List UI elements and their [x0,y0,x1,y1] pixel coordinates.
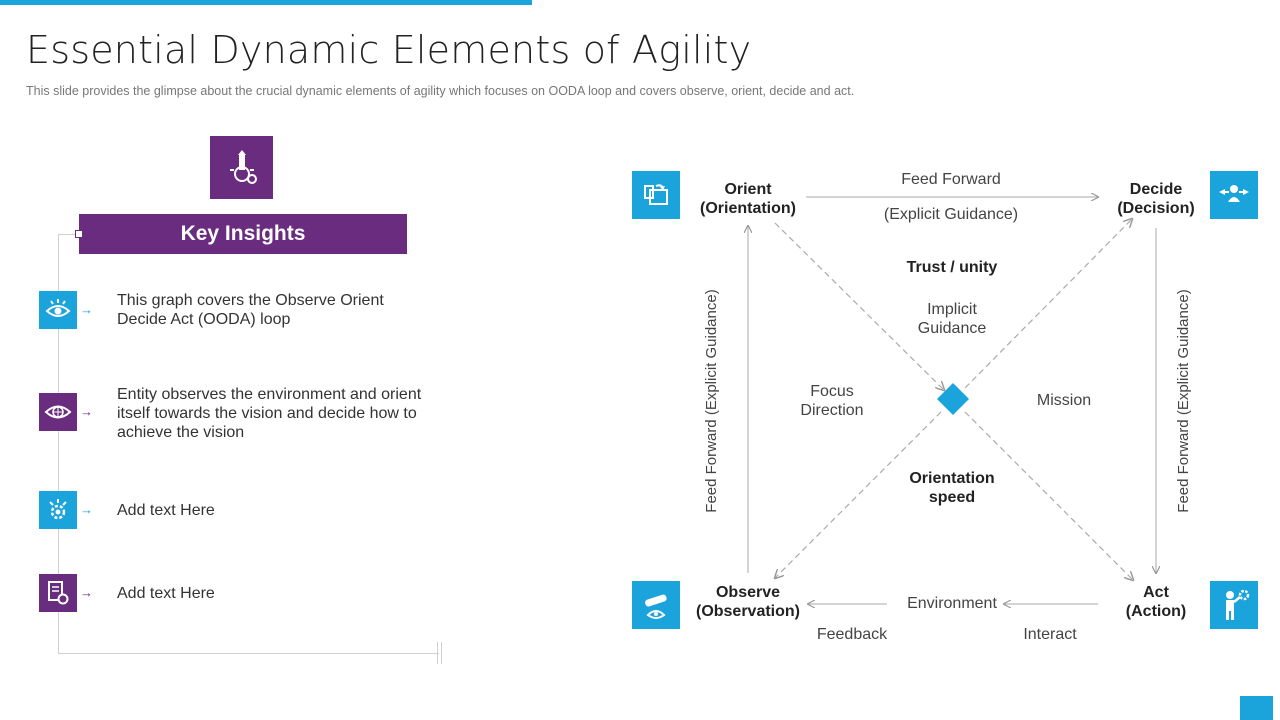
label-implicit-line1: Implicit [927,301,977,318]
node-orient-sublabel: (Orientation) [700,200,796,217]
node-observe-sublabel: (Observation) [695,603,800,620]
timeline-bottom-line [58,653,439,654]
node-orient: Orient (Orientation) [688,180,808,218]
label-feed-forward-right: Feed Forward (Explicit Guidance) [1175,289,1192,513]
corner-accent-square [1240,696,1273,720]
telescope-icon [632,581,680,629]
page-subtitle: This slide provides the glimpse about th… [26,84,855,98]
node-act-label: Act [1143,584,1169,601]
insight-text: This graph covers the Observe Orient Dec… [117,292,384,328]
node-orient-label: Orient [724,181,772,198]
label-trust-unity: Trust / unity [906,259,998,276]
label-implicit-line2: Guidance [917,320,987,337]
label-mission: Mission [1036,392,1092,409]
label-environment: Environment [907,595,997,612]
timeline-end-tick [441,642,442,664]
eye-globe-icon [39,393,77,431]
label-implicit-guidance: Implicit Guidance [882,300,1022,338]
screen-refresh-icon [632,171,680,219]
key-insights-header: Key Insights [79,214,407,254]
gear-idea-icon [39,491,77,529]
center-diamond [937,383,969,415]
label-feedback: Feedback [816,626,888,643]
node-observe: Observe (Observation) [682,583,814,621]
node-decide: Decide (Decision) [1096,180,1216,218]
label-interact: Interact [1023,626,1077,643]
insight-text: Add text Here [117,585,215,602]
label-feed-forward: Feed Forward [901,171,1001,188]
insight-text: Entity observes the environment and orie… [117,386,422,441]
label-orientation-line2: speed [928,489,976,506]
document-gear-icon [39,574,77,612]
arrow-right-icon: → [80,302,93,317]
arrow-right-icon: → [80,502,93,517]
insight-text: Add text Here [117,502,215,519]
node-decide-sublabel: (Decision) [1117,200,1195,217]
page-title: Essential Dynamic Elements of Agility [26,28,752,72]
node-act: Act (Action) [1096,583,1216,621]
label-explicit-guidance: (Explicit Guidance) [883,206,1019,223]
arrow-right-icon: → [80,585,93,600]
label-focus-line2: Direction [800,402,864,419]
arrow-right-icon: → [80,404,93,419]
label-orientation-line1: Orientation [909,470,995,487]
eye-icon [39,291,77,329]
header-connector-node [75,230,83,238]
node-decide-label: Decide [1129,181,1183,198]
timeline-connector [58,234,76,235]
label-focus-line1: Focus [810,383,854,400]
timeline-line [58,234,59,654]
people-arrows-icon [1210,171,1258,219]
timeline-end-tick [437,642,438,664]
label-orientation-speed: Orientation speed [882,469,1022,507]
top-accent-bar [0,0,532,5]
label-feed-forward-left: Feed Forward (Explicit Guidance) [703,289,720,513]
idea-bulb-gear-icon [210,136,273,199]
node-act-sublabel: (Action) [1125,603,1187,620]
node-observe-label: Observe [715,584,781,601]
person-gear-icon [1210,581,1258,629]
label-focus-direction: Focus Direction [772,382,892,420]
